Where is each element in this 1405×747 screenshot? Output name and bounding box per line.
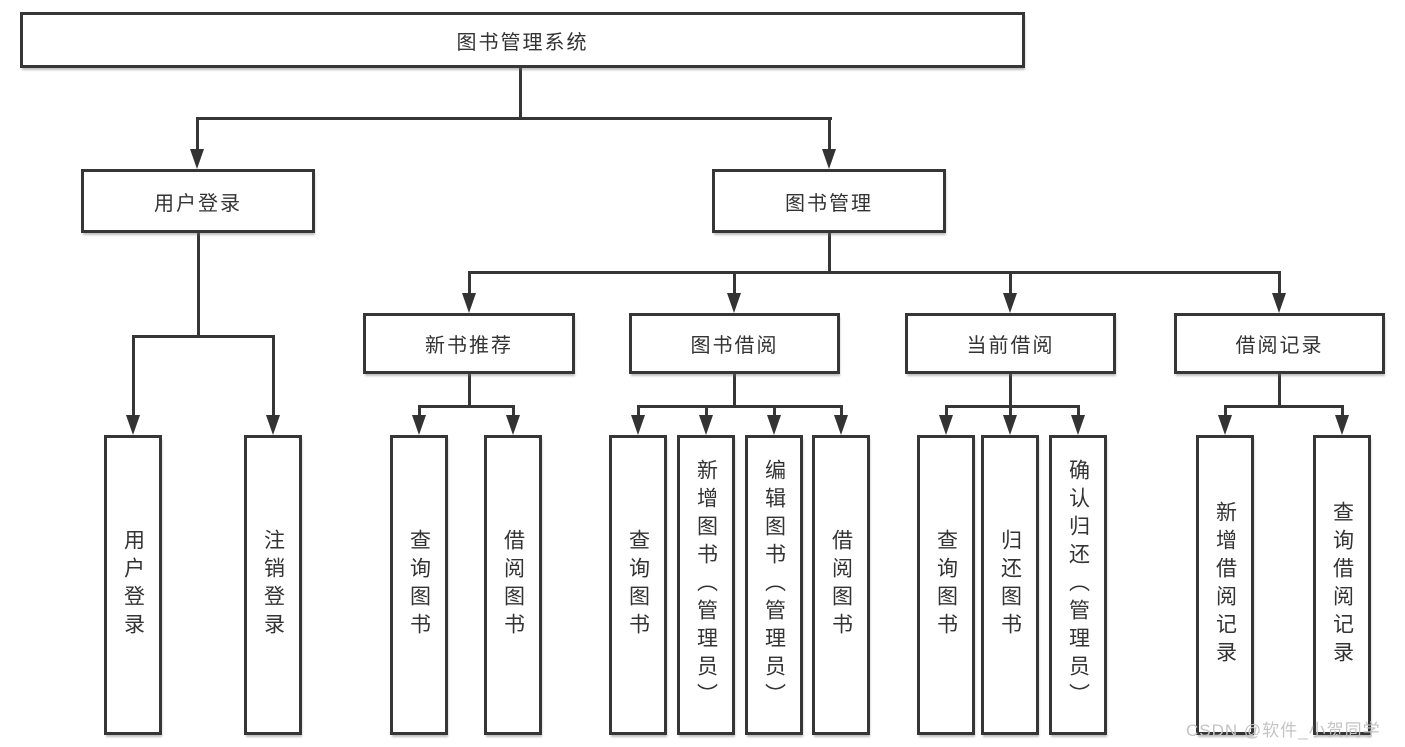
node-root: 图书管理系统: [20, 12, 1025, 68]
watermark: CSDN @软件_小贺同学: [1186, 721, 1381, 740]
leaf-query-books-recommend: 查询图书: [390, 435, 448, 735]
leaf-label: 查询图书: [934, 529, 958, 641]
arrowhead-icon: [631, 415, 645, 435]
leaf-label: 借阅图书: [829, 529, 853, 641]
leaf-label: 注销登录: [261, 529, 285, 641]
connector-line: [944, 404, 1080, 408]
node-label: 用户登录: [154, 192, 242, 215]
leaf-label: 查询图书: [626, 529, 650, 641]
connector-line: [772, 406, 776, 417]
arrowhead-icon: [699, 415, 713, 435]
node-current-borrow: 当前借阅: [905, 313, 1116, 374]
leaf-confirm-return-admin: 确认归还（管理员）: [1049, 435, 1107, 735]
node-book-management: 图书管理: [712, 169, 946, 233]
connector-line: [195, 118, 199, 151]
leaf-user-login: 用户登录: [104, 435, 162, 735]
arrowhead-icon: [190, 149, 204, 169]
connector-line: [839, 406, 843, 417]
connector-line: [511, 406, 515, 417]
node-user-login: 用户登录: [81, 169, 315, 233]
arrowhead-icon: [1218, 415, 1232, 435]
connector-line: [1277, 371, 1281, 407]
leaf-edit-book-admin: 编辑图书（管理员）: [745, 435, 803, 735]
leaf-add-borrow-record: 新增借阅记录: [1196, 435, 1254, 735]
connector-line: [1008, 371, 1012, 407]
connector-line: [1277, 272, 1281, 295]
arrowhead-icon: [1003, 415, 1017, 435]
arrowhead-icon: [767, 415, 781, 435]
arrowhead-icon: [1272, 293, 1286, 313]
leaf-query-borrow-record: 查询借阅记录: [1313, 435, 1371, 735]
leaf-query-books: 查询图书: [609, 435, 667, 735]
leaf-borrow-books-recommend: 借阅图书: [484, 435, 542, 735]
connector-line: [131, 334, 275, 338]
leaf-borrow-book: 借阅图书: [812, 435, 870, 735]
connector-line: [271, 336, 275, 417]
leaf-label: 查询图书: [407, 529, 431, 641]
connector-line: [827, 231, 831, 273]
connector-line: [732, 371, 736, 407]
leaf-label: 用户登录: [121, 529, 145, 641]
connector-line: [636, 404, 843, 408]
connector-line: [1076, 406, 1080, 417]
arrowhead-icon: [506, 415, 520, 435]
leaf-label: 新增图书（管理员）: [694, 459, 718, 711]
leaf-add-book-admin: 新增图书（管理员）: [677, 435, 735, 735]
node-root-label: 图书管理系统: [456, 31, 589, 54]
connector-line: [131, 336, 135, 417]
connector-line: [196, 231, 200, 337]
connector-line: [1223, 406, 1227, 417]
arrowhead-icon: [1003, 293, 1017, 313]
arrowhead-icon: [1071, 415, 1085, 435]
arrowhead-icon: [462, 293, 476, 313]
connector-line: [467, 371, 471, 407]
connector-line: [467, 270, 1281, 274]
arrowhead-icon: [822, 149, 836, 169]
node-label: 借阅记录: [1235, 335, 1324, 357]
node-label: 当前借阅: [966, 335, 1055, 357]
connector-line: [1008, 272, 1012, 295]
arrowhead-icon: [939, 415, 953, 435]
connector-line: [704, 406, 708, 417]
arrowhead-icon: [834, 415, 848, 435]
node-label: 图书管理: [785, 192, 873, 215]
arrowhead-icon: [1335, 415, 1349, 435]
connector-line: [195, 116, 832, 120]
connector-line: [467, 272, 471, 295]
leaf-label: 归还图书: [998, 529, 1022, 641]
arrowhead-icon: [412, 415, 426, 435]
leaf-label: 借阅图书: [501, 529, 525, 641]
node-label: 新书推荐: [425, 335, 513, 357]
arrowhead-icon: [126, 415, 140, 435]
connector-line: [944, 406, 948, 417]
connector-line: [518, 66, 522, 119]
node-borrow-record: 借阅记录: [1174, 313, 1385, 374]
arrowhead-icon: [266, 415, 280, 435]
connector-line: [827, 118, 831, 151]
connector-line: [732, 272, 736, 295]
connector-line: [417, 404, 515, 408]
node-book-borrow: 图书借阅: [629, 313, 840, 374]
leaf-label: 新增借阅记录: [1213, 501, 1237, 669]
connector-line: [636, 406, 640, 417]
leaf-logout: 注销登录: [244, 435, 302, 735]
leaf-label: 查询借阅记录: [1330, 501, 1354, 669]
node-new-book-recommend: 新书推荐: [363, 313, 575, 374]
connector-line: [1008, 406, 1012, 417]
leaf-label: 编辑图书（管理员）: [762, 459, 786, 711]
leaf-query-books-current: 查询图书: [917, 435, 975, 735]
connector-line: [417, 406, 421, 417]
arrowhead-icon: [727, 293, 741, 313]
connector-line: [1340, 406, 1344, 417]
leaf-label: 确认归还（管理员）: [1066, 459, 1090, 711]
node-label: 图书借阅: [690, 335, 779, 357]
connector-line: [1223, 404, 1344, 408]
leaf-return-book: 归还图书: [981, 435, 1039, 735]
